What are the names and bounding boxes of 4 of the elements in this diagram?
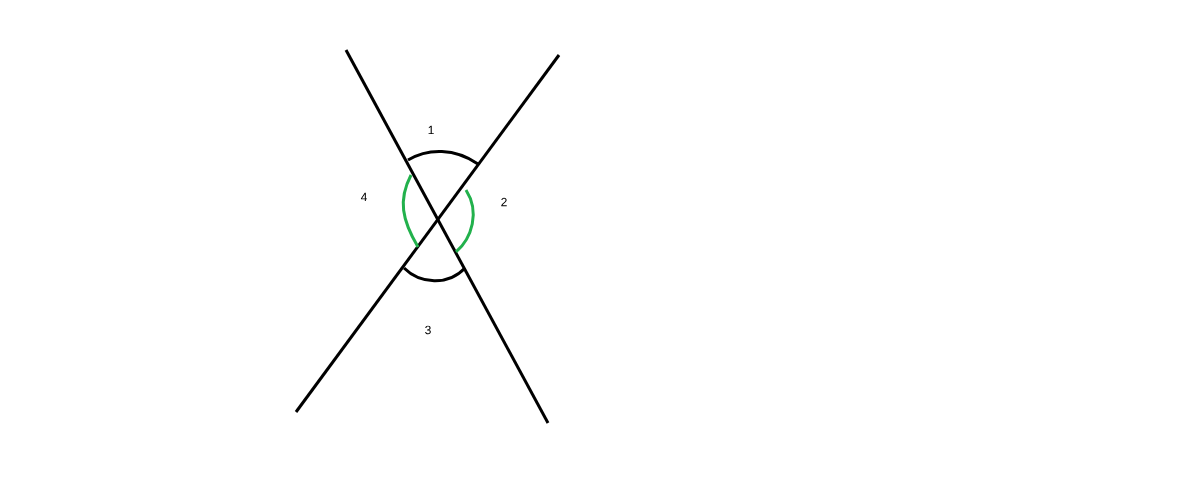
angle-number: 2 <box>501 197 507 207</box>
angle-number: 3 <box>425 325 431 335</box>
angle-number: 4 <box>360 192 367 202</box>
angle-number: 1 <box>428 125 434 135</box>
